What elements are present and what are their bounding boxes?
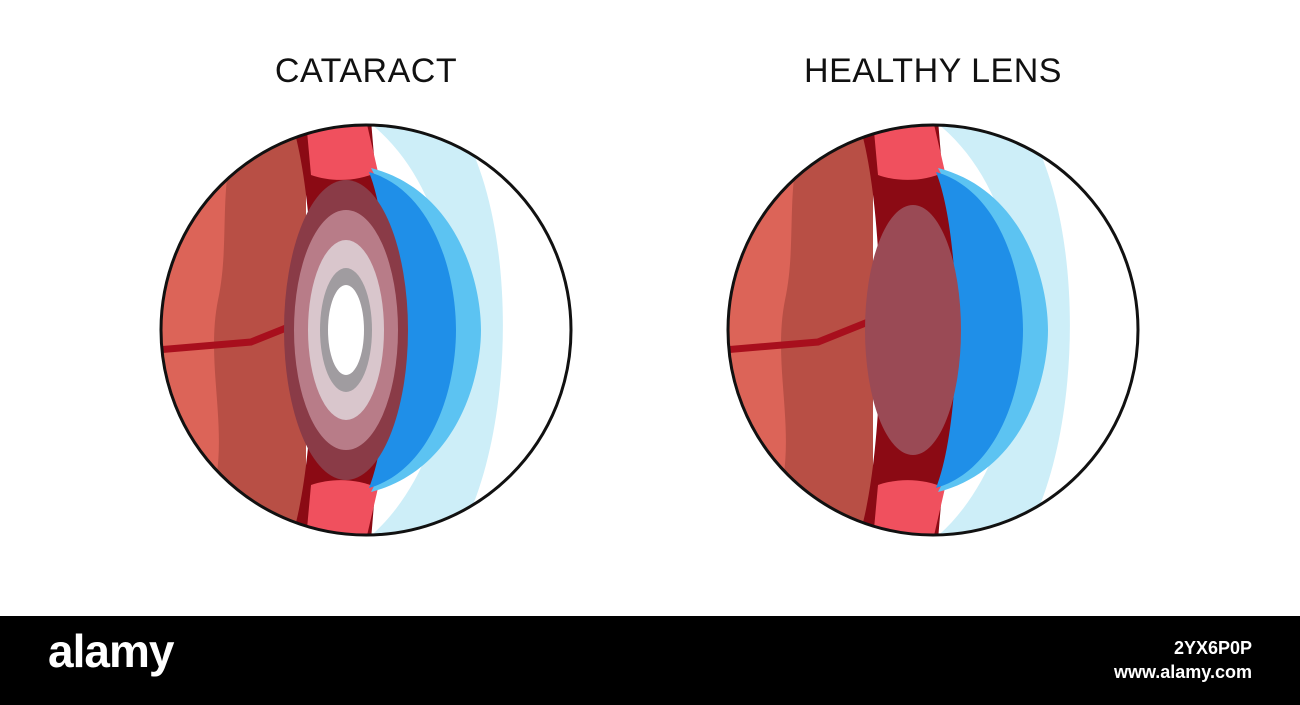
image-id: 2YX6P0P bbox=[1173, 638, 1252, 658]
retina-inner bbox=[214, 125, 306, 535]
cataract-opacity bbox=[328, 285, 364, 375]
iris bbox=[936, 172, 1023, 488]
ciliary-body-top bbox=[873, 125, 945, 180]
cataract-eye-diagram bbox=[159, 123, 573, 537]
brand-logo: alamy bbox=[48, 625, 174, 677]
site-url: www.alamy.com bbox=[1113, 662, 1252, 682]
retina-inner bbox=[781, 125, 873, 535]
ciliary-body-bottom bbox=[873, 480, 945, 535]
optic-nerve bbox=[728, 316, 875, 354]
ciliary-body-top bbox=[306, 125, 378, 180]
healthy-lens-title: HEALTHY LENS bbox=[804, 52, 1062, 90]
healthy-eye-diagram bbox=[726, 123, 1140, 537]
eye-outline bbox=[726, 123, 1140, 537]
ciliary-body-bottom bbox=[306, 480, 378, 535]
footer-bar bbox=[0, 616, 1300, 705]
healthy-lens bbox=[865, 205, 961, 455]
eye-outline bbox=[159, 123, 573, 537]
cataract-title: CATARACT bbox=[274, 52, 458, 90]
